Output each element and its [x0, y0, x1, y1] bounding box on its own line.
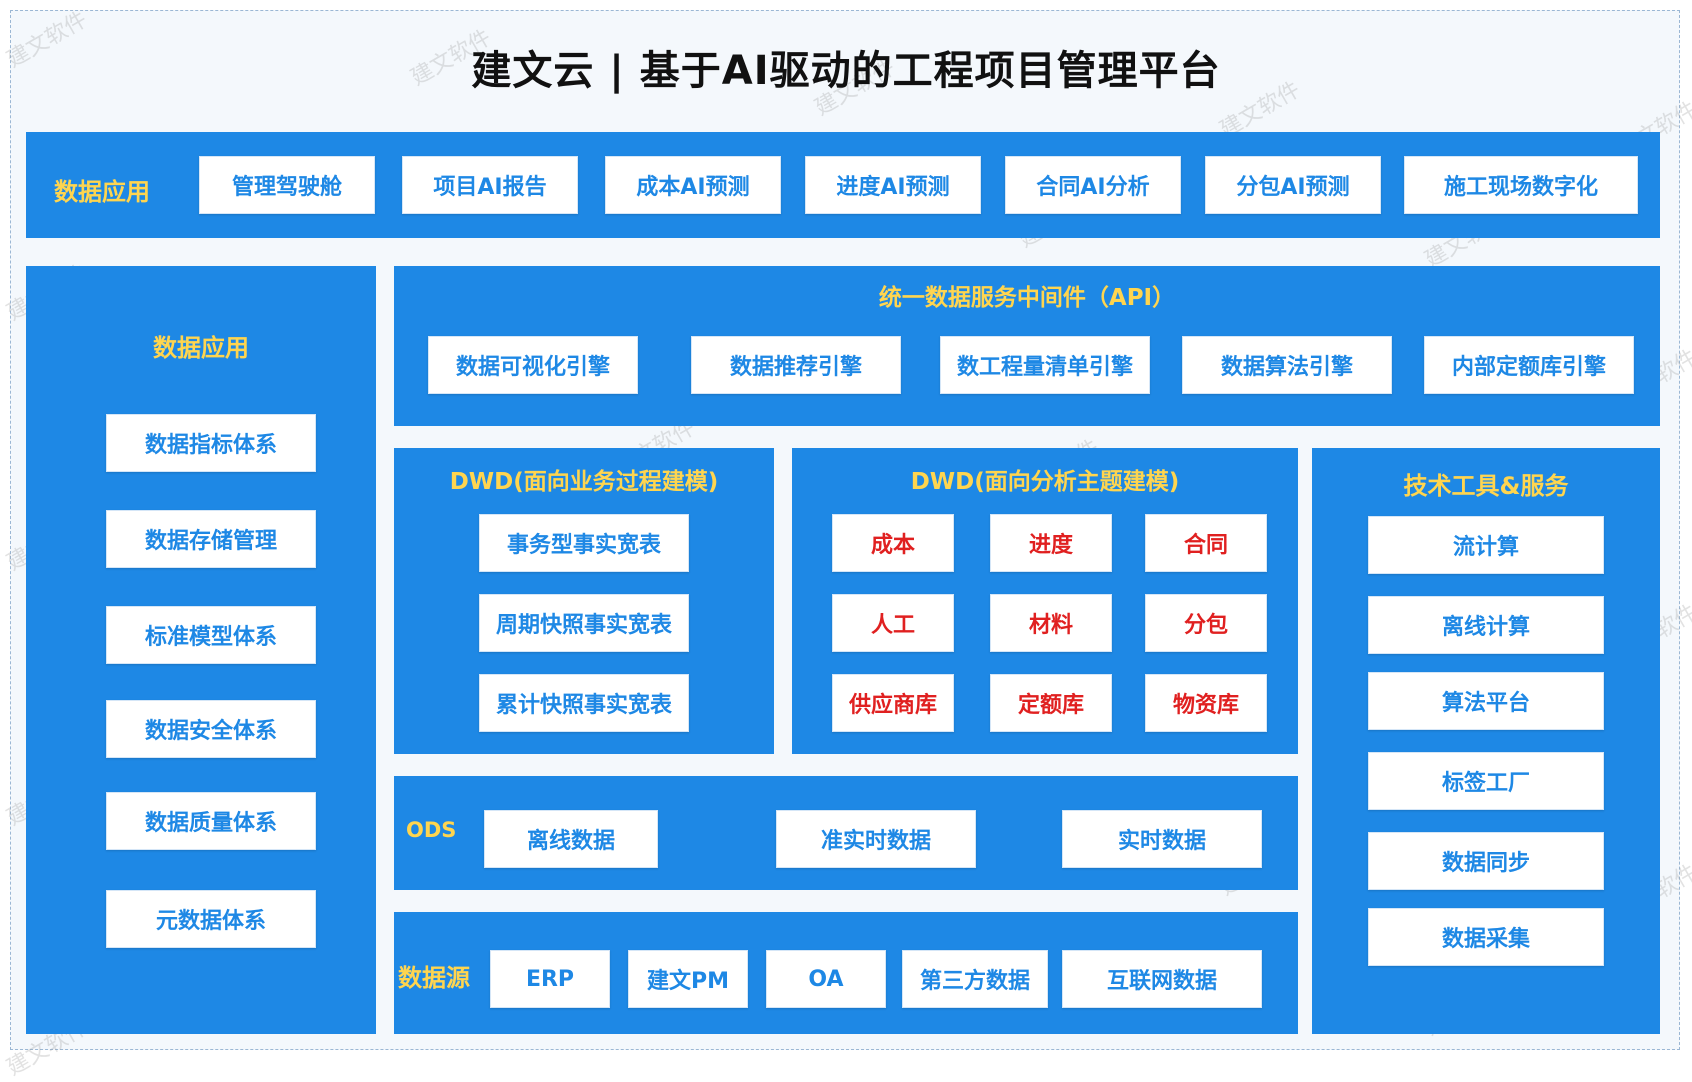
- ods-item-near-realtime-data[interactable]: 准实时数据: [776, 810, 976, 868]
- api-item-recommendation-engine[interactable]: 数据推荐引擎: [691, 336, 901, 394]
- left-panel-title: 数据应用: [153, 334, 249, 362]
- api-item-visualization-engine[interactable]: 数据可视化引擎: [428, 336, 638, 394]
- top-bar-item-contract-analysis[interactable]: 合同AI分析: [1005, 156, 1181, 214]
- top-application-bar: 数据应用 管理驾驶舱 项目AI报告 成本AI预测 进度AI预测 合同AI分析 分…: [26, 132, 1660, 238]
- api-item-quota-library-engine[interactable]: 内部定额库引擎: [1424, 336, 1634, 394]
- api-item-algorithm-engine[interactable]: 数据算法引擎: [1182, 336, 1392, 394]
- dwd-business-panel: DWD(面向业务过程建模) 事务型事实宽表 周期快照事实宽表 累计快照事实宽表: [394, 448, 774, 754]
- data-source-label: 数据源: [398, 964, 470, 992]
- api-item-bill-of-quantities-engine[interactable]: 数工程量清单引擎: [940, 336, 1150, 394]
- subject-labor[interactable]: 人工: [832, 594, 954, 652]
- tech-item-stream-computing[interactable]: 流计算: [1368, 516, 1604, 574]
- dwd-item-transaction-fact[interactable]: 事务型事实宽表: [479, 514, 689, 572]
- data-source-panel: 数据源 ERP 建文PM OA 第三方数据 互联网数据: [394, 912, 1298, 1034]
- subject-subcontract[interactable]: 分包: [1145, 594, 1267, 652]
- ods-item-realtime-data[interactable]: 实时数据: [1062, 810, 1262, 868]
- ods-panel: ODS 离线数据 准实时数据 实时数据: [394, 776, 1298, 890]
- top-bar-item-cost-forecast[interactable]: 成本AI预测: [605, 156, 781, 214]
- subject-contract[interactable]: 合同: [1145, 514, 1267, 572]
- top-bar-item-site-digitization[interactable]: 施工现场数字化: [1404, 156, 1638, 214]
- source-item-jianwen-pm[interactable]: 建文PM: [628, 950, 748, 1008]
- left-item-standard-model[interactable]: 标准模型体系: [106, 606, 316, 664]
- left-item-quality[interactable]: 数据质量体系: [106, 792, 316, 850]
- dwd-item-cumulative-snapshot-fact[interactable]: 累计快照事实宽表: [479, 674, 689, 732]
- dwd-business-title: DWD(面向业务过程建模): [449, 469, 719, 495]
- dwd-item-periodic-snapshot-fact[interactable]: 周期快照事实宽表: [479, 594, 689, 652]
- page-title: 建文云 | 基于AI驱动的工程项目管理平台: [471, 48, 1221, 94]
- left-item-security[interactable]: 数据安全体系: [106, 700, 316, 758]
- left-application-panel: 数据应用 数据指标体系 数据存储管理 标准模型体系 数据安全体系 数据质量体系 …: [26, 266, 376, 1034]
- left-item-metadata[interactable]: 元数据体系: [106, 890, 316, 948]
- tech-item-data-sync[interactable]: 数据同步: [1368, 832, 1604, 890]
- subject-supplier-library[interactable]: 供应商库: [832, 674, 954, 732]
- source-item-oa[interactable]: OA: [766, 950, 886, 1008]
- tech-panel-title: 技术工具&服务: [1403, 472, 1569, 500]
- tech-item-data-collection[interactable]: 数据采集: [1368, 908, 1604, 966]
- left-item-storage[interactable]: 数据存储管理: [106, 510, 316, 568]
- subject-schedule[interactable]: 进度: [990, 514, 1112, 572]
- tech-item-offline-computing[interactable]: 离线计算: [1368, 596, 1604, 654]
- dwd-analysis-title: DWD(面向分析主题建模): [910, 469, 1180, 495]
- top-bar-item-ai-report[interactable]: 项目AI报告: [402, 156, 578, 214]
- ods-label: ODS: [406, 818, 457, 842]
- top-bar-item-subcontract-forecast[interactable]: 分包AI预测: [1205, 156, 1381, 214]
- subject-material[interactable]: 材料: [990, 594, 1112, 652]
- subject-materials-library[interactable]: 物资库: [1145, 674, 1267, 732]
- subject-cost[interactable]: 成本: [832, 514, 954, 572]
- tech-tools-panel: 技术工具&服务 流计算 离线计算 算法平台 标签工厂 数据同步 数据采集: [1312, 448, 1660, 1034]
- tech-item-algorithm-platform[interactable]: 算法平台: [1368, 672, 1604, 730]
- source-item-erp[interactable]: ERP: [490, 950, 610, 1008]
- top-bar-item-schedule-forecast[interactable]: 进度AI预测: [805, 156, 981, 214]
- source-item-internet-data[interactable]: 互联网数据: [1062, 950, 1262, 1008]
- api-middleware-panel: 统一数据服务中间件（API） 数据可视化引擎 数据推荐引擎 数工程量清单引擎 数…: [394, 266, 1660, 426]
- dwd-analysis-panel: DWD(面向分析主题建模) 成本 进度 合同 人工 材料 分包 供应商库 定额库…: [792, 448, 1298, 754]
- api-panel-title: 统一数据服务中间件（API）: [878, 285, 1176, 311]
- left-item-metrics[interactable]: 数据指标体系: [106, 414, 316, 472]
- ods-item-offline-data[interactable]: 离线数据: [484, 810, 658, 868]
- source-item-third-party-data[interactable]: 第三方数据: [902, 950, 1048, 1008]
- subject-quota-library[interactable]: 定额库: [990, 674, 1112, 732]
- top-bar-item-cockpit[interactable]: 管理驾驶舱: [199, 156, 375, 214]
- top-bar-label: 数据应用: [54, 178, 150, 206]
- tech-item-tag-factory[interactable]: 标签工厂: [1368, 752, 1604, 810]
